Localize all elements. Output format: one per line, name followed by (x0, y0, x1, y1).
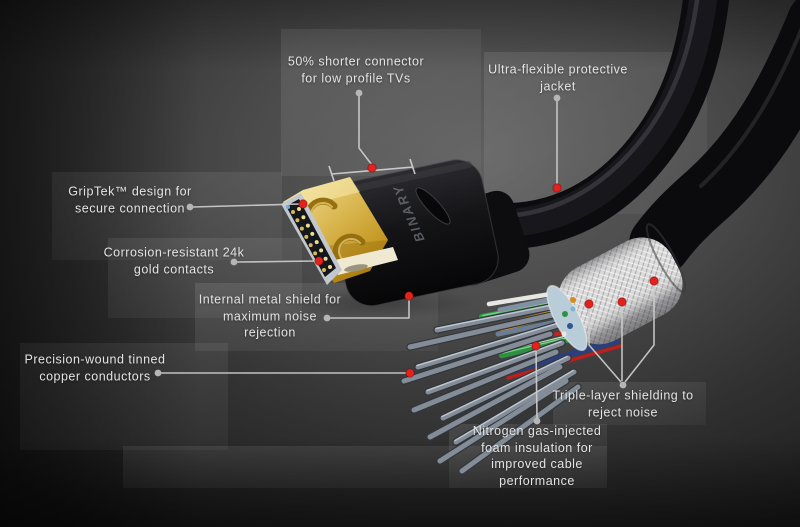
connector-housing: BINARY (329, 159, 499, 307)
callout-gold-contacts-label: Corrosion-resistant 24k gold contacts (103, 245, 245, 277)
callout-triple-shielding-label: Triple-layer shielding to reject noise (552, 388, 694, 420)
connector-pins (281, 193, 342, 285)
wire-fan (400, 285, 623, 475)
callout-griptek-label: GripTek™ design for secure connection (68, 184, 192, 216)
hdmi-connector: BINARY (281, 159, 530, 319)
callout-internal-shield-label: Internal metal shield for maximum noise … (198, 292, 342, 340)
line-griptek (192, 203, 301, 208)
callout-lines (161, 96, 655, 419)
marker-dots-gray (154, 89, 627, 425)
cutaway-cable-jacket (629, 0, 800, 275)
plug-underside (335, 247, 398, 275)
gold-plug (281, 177, 398, 285)
line-foam-insulation (535, 348, 538, 419)
line-internal-shield (330, 299, 410, 319)
callout-foam-insulation-label: Nitrogen gas-injected foam insulation fo… (472, 424, 602, 488)
tinned-conductors (400, 301, 582, 475)
line-triple-left (588, 307, 622, 383)
callout-copper-conductors-label: Precision-wound tinned copper conductors (24, 352, 166, 384)
callout-shorter-connector-label: 50% shorter connector for low profile TV… (287, 54, 425, 86)
line-gold-contacts (236, 260, 318, 263)
marker-dots-red (298, 163, 659, 378)
line-triple-right (624, 284, 655, 383)
callout-flexible-jacket-label: Ultra-flexible protective jacket (488, 62, 628, 94)
line-shorter-connector (358, 96, 373, 166)
foam-core (546, 284, 588, 352)
